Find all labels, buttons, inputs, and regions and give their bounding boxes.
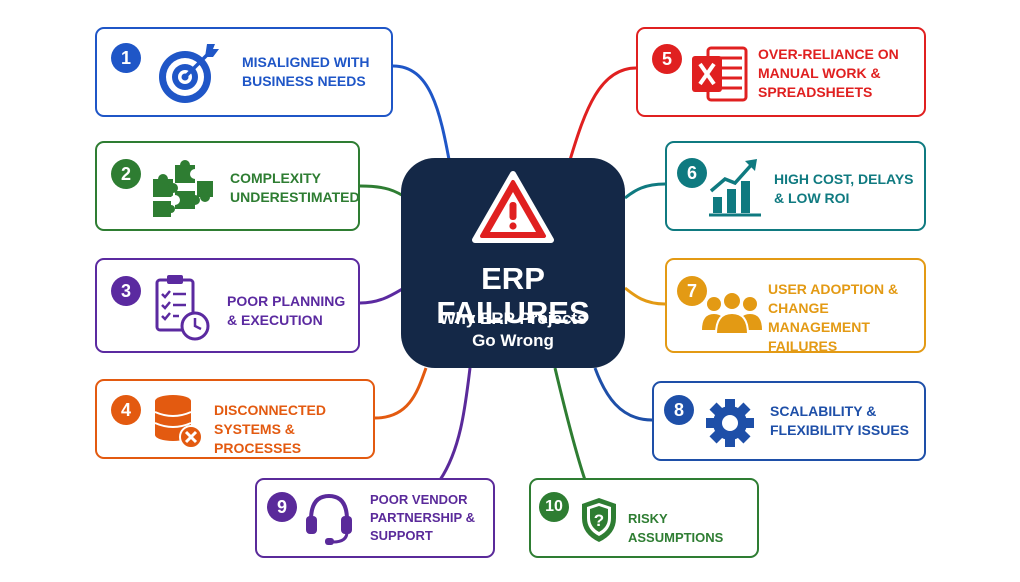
bar-chart-icon [709,159,761,217]
connector-5 [568,66,637,161]
warning-icon [472,171,554,243]
card-number-badge: 9 [267,492,297,522]
card-number-badge: 3 [111,276,141,306]
card-number-badge: 7 [677,276,707,306]
svg-text:?: ? [594,511,604,530]
hub-title: ERP FAILURES [436,261,590,330]
puzzle-icon [153,160,213,217]
card-label: SCALABILITY & FLEXIBILITY ISSUES [770,403,909,438]
gear-icon [706,399,754,447]
card-number-badge: 10 [539,492,569,522]
card-2-complexity: 2 COMPLEXITY UNDERESTIMATED [95,141,360,231]
target-icon [159,44,219,103]
card-4-disconnected: 4 DISCONNECTED SYSTEMS & PROCESSES [95,379,375,459]
card-number-badge: 5 [652,44,682,74]
card-label: MISALIGNED WITH BUSINESS NEEDS [242,54,370,89]
card-number-badge: 8 [664,395,694,425]
card-1-misaligned: 1 MISALIGNED WITH BUSINESS NEEDS [95,27,393,117]
headset-icon [306,493,352,545]
hub-subtitle: Why ERP Projects Go Wrong [439,309,587,350]
card-number-badge: 6 [677,158,707,188]
card-label: POOR PLANNING & EXECUTION [227,293,346,328]
card-5-manual-work: 5 OVER-RELIANCE ON MANUAL WORK & SPREADS… [636,27,926,117]
card-6-high-cost: 6 HIGH COST, DELAYS & LOW ROI [665,141,926,231]
connector-8 [593,367,653,422]
card-3-poor-planning: 3 POOR PLANNING & EXECUTION [95,258,360,353]
central-hub: ERP FAILURES Why ERP Projects Go Wrong [401,158,625,368]
card-label: RISKY ASSUMPTIONS [628,511,724,545]
card-label: OVER-RELIANCE ON MANUAL WORK & SPREADSHE… [758,46,899,100]
connector-9 [438,367,472,481]
card-8-scalability: 8 SCALABILITY & FLEXIBILITY ISSUES [652,381,926,461]
card-label: DISCONNECTED SYSTEMS & PROCESSES [214,402,327,456]
card-label: HIGH COST, DELAYS & LOW ROI [774,171,914,206]
spreadsheet-icon [692,46,748,102]
card-number-badge: 4 [111,395,141,425]
team-icon [702,291,762,335]
connector-1 [392,64,452,166]
card-7-user-adoption: 7 USER ADOPTION & CHANGE MANAGEMENT FAIL… [665,258,926,354]
connector-4 [374,367,428,420]
card-10-risky-assumptions: 10 ? RISKY ASSUMPTIONS [529,478,759,558]
card-label: COMPLEXITY UNDERESTIMATED [230,170,360,205]
connector-7 [624,286,666,306]
card-number-badge: 1 [111,43,141,73]
checklist-clock-icon [155,275,210,341]
card-label: USER ADOPTION & CHANGE MANAGEMENT FAILUR… [768,281,899,354]
connector-10 [553,367,587,481]
card-number-badge: 2 [111,159,141,189]
database-error-icon [154,395,203,449]
card-9-vendor: 9 POOR VENDOR PARTNERSHIP & SUPPORT [255,478,495,558]
card-label: POOR VENDOR PARTNERSHIP & SUPPORT [370,492,475,543]
connector-6 [624,182,666,200]
shield-question-icon: ? [582,498,616,542]
connector-3 [359,286,405,305]
